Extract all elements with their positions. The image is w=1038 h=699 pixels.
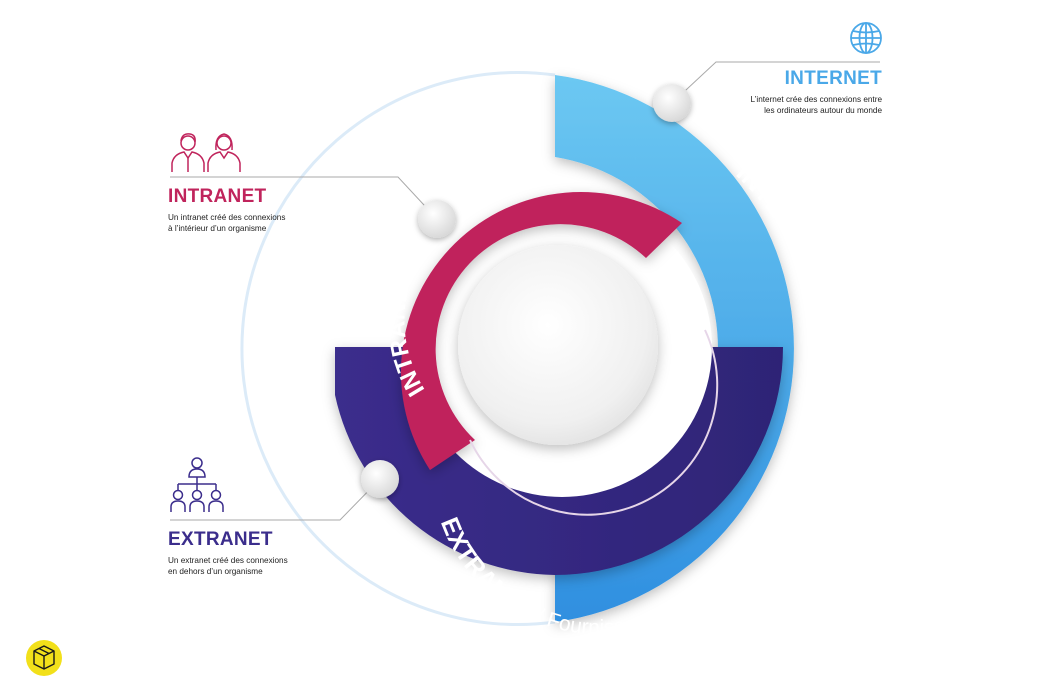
extranet-callout: EXTRANET Un extranet créé des connexions…: [168, 529, 348, 577]
box-icon: [33, 645, 55, 670]
globe-icon: [850, 22, 882, 54]
extranet-leader-line: [170, 478, 381, 521]
internet-description-line2: les ordinateurs autour du monde: [764, 106, 882, 115]
inner-thin-arc: [469, 329, 719, 516]
extranet-connector-knob: [361, 460, 399, 498]
internet-callout: INTERNET L’internet crée des connexions …: [700, 68, 882, 116]
internet-leader-line: [671, 61, 880, 104]
extranet-description-line2: en dehors d’un organisme: [168, 567, 263, 576]
intranet-title: INTRANET: [168, 186, 267, 207]
extranet-title: EXTRANET: [168, 529, 273, 550]
intranet-leader-line: [170, 176, 438, 220]
intranet-ring-segment: [400, 191, 682, 470]
people-icon: [171, 133, 241, 172]
center-disc: [458, 245, 658, 445]
intranet-description-line2: à l’intérieur d’un organisme: [168, 224, 267, 233]
intranet-connector-knob: [418, 200, 456, 238]
intranet-callout: INTRANET Un intranet créé des connexions…: [168, 186, 348, 234]
outer-thin-arc: [240, 71, 556, 626]
internet-connector-knob: [653, 84, 691, 122]
internet-title: INTERNET: [784, 68, 882, 89]
extranet-description-line1: Un extranet créé des connexions: [168, 556, 288, 565]
intranet-description-line1: Un intranet créé des connexions: [168, 213, 286, 222]
internet-description-line1: L’internet crée des connexions entre: [750, 95, 882, 104]
org-chart-icon: [170, 457, 224, 512]
